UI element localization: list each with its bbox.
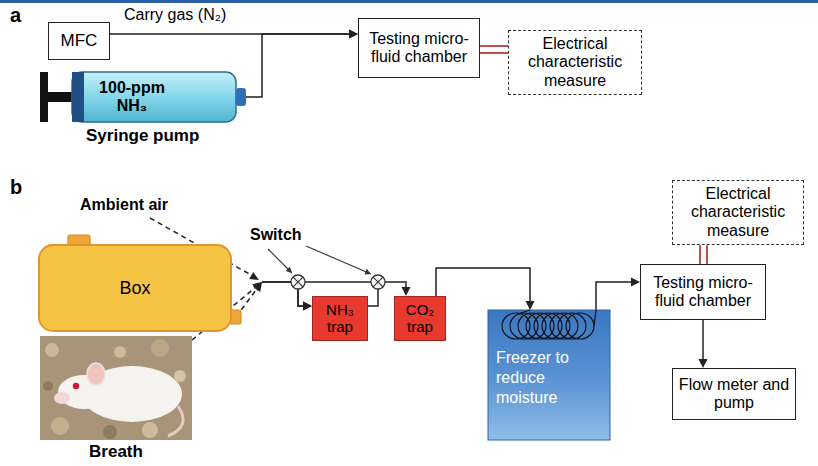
rat-drawing-part <box>103 425 117 439</box>
arrow-head <box>303 302 312 311</box>
rat-drawing-part <box>54 392 70 404</box>
box-drawing-part <box>39 245 231 331</box>
connector-line <box>480 45 508 47</box>
bypass-line <box>305 281 371 283</box>
freezer-drawing-part <box>558 313 586 339</box>
node-text: Electrical characteristic measure <box>513 35 637 90</box>
freezer-drawing-part <box>594 310 596 326</box>
arrow-head <box>526 301 535 310</box>
trap-box: NH₃ trap <box>312 296 368 341</box>
node-text: CO₂ trap <box>397 301 443 336</box>
arrow-head <box>303 302 312 311</box>
chamber-box: Testing micro-fluid chamber <box>640 264 766 320</box>
flow-connector <box>699 320 708 368</box>
freezer-drawing-part <box>566 313 594 339</box>
flow-connector <box>436 268 535 310</box>
switch-valve <box>371 275 385 289</box>
node-text: Freezer to reduce moisture <box>488 310 610 408</box>
syringe-drawing-part <box>72 72 236 122</box>
syringe-drawing-part <box>72 72 84 122</box>
measure-box: Electrical characteristic measure <box>672 180 804 245</box>
arrow-head <box>252 282 262 291</box>
arrow-head <box>249 272 259 280</box>
panel-label: b <box>10 176 22 199</box>
connector-line <box>699 245 701 264</box>
connector-line <box>702 320 704 364</box>
panel-label: Ambient air <box>80 196 168 214</box>
rat-drawing-part <box>40 336 192 440</box>
flow-connector <box>480 46 508 53</box>
animal-box: Box <box>38 244 232 332</box>
node-text: Flow meter and pump <box>677 376 791 413</box>
freezer-drawing-part <box>488 310 610 440</box>
rat-drawing-part <box>45 343 59 357</box>
rat-drawing-part <box>43 381 53 391</box>
connector-line <box>436 268 530 306</box>
arrow-head <box>253 282 262 292</box>
rat-drawing-part <box>142 422 158 438</box>
flow-connector <box>700 245 707 264</box>
syringe-drawing-part <box>48 92 74 102</box>
arrow-head <box>402 287 411 296</box>
top-rule <box>0 0 818 3</box>
node-text: Breath <box>40 442 192 462</box>
measure-box: Electrical characteristic measure <box>508 30 642 95</box>
rat-drawing-part <box>174 370 186 382</box>
freezer-drawing-part <box>550 313 578 339</box>
node-heading: Syringe pump <box>86 126 199 146</box>
node-text: Testing micro-fluid chamber <box>645 274 761 311</box>
connector-line <box>706 245 708 264</box>
syringe-drawing-part <box>236 88 246 106</box>
node-text: Testing micro-fluid chamber <box>363 30 475 67</box>
process-box: MFC <box>48 22 110 60</box>
rat-drawing <box>40 336 192 440</box>
node-text: 100-ppm NH₃ <box>90 72 174 122</box>
node-text: MFC <box>61 31 98 51</box>
flow-connector <box>596 278 640 311</box>
node-text: NH₃ trap <box>315 301 365 336</box>
switch-valve <box>291 275 305 289</box>
rat-drawing-part <box>51 417 69 435</box>
rat-drawing-part <box>73 383 79 389</box>
arrow-head <box>349 30 358 39</box>
flow-connector <box>246 30 358 98</box>
rat-drawing-part <box>87 363 105 385</box>
rat-photo: Breath <box>40 336 192 462</box>
node-text: Electrical characteristic measure <box>677 185 799 240</box>
connector-line <box>596 282 636 310</box>
connector-line <box>480 52 508 54</box>
syringe-pump: 100-ppm NH₃ Syringe pump <box>40 70 246 150</box>
panel-label: a <box>10 4 21 27</box>
trap-box: CO₂ trap <box>394 296 446 341</box>
freezer-box: Freezer to reduce moisture <box>488 310 610 440</box>
node-text: Box <box>119 278 150 299</box>
arrow-head <box>349 30 358 39</box>
leader-line <box>268 249 292 273</box>
leader-line <box>306 246 371 274</box>
freezer-drawing-part <box>518 310 530 314</box>
syringe-drawing-part <box>40 72 48 122</box>
rat-drawing-part <box>114 346 126 358</box>
arrow-head <box>631 278 640 287</box>
connector-line <box>246 34 354 97</box>
panel-label: Switch <box>250 226 302 244</box>
chamber-box: Testing micro-fluid chamber <box>358 18 480 78</box>
arrow-head <box>699 359 708 368</box>
edge-label: Carry gas (N₂) <box>122 6 228 24</box>
rat-drawing-part <box>151 339 169 357</box>
pump-box: Flow meter and pump <box>672 368 796 420</box>
